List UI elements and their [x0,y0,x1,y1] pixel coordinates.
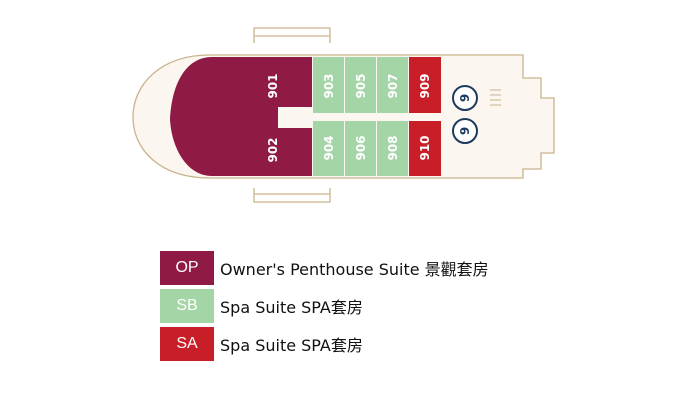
cabin-905[interactable] [345,57,376,113]
elevator-lower: 9 [452,118,478,144]
cabin-903-label: 903 [322,73,336,98]
legend-swatch-sa: SA [160,327,214,361]
legend-item-sa: SA Spa Suite SPA套房 [160,327,489,361]
cabin-904-label: 904 [322,135,336,160]
cabin-905-label: 905 [354,73,368,98]
elevator-lower-label: 9 [458,127,472,135]
cabin-901[interactable] [170,57,312,120]
cabin-907-label: 907 [386,73,400,98]
cabin-908-label: 908 [386,135,400,160]
cabin-909-label: 909 [418,73,432,98]
legend-label-sa: Spa Suite SPA套房 [220,336,363,355]
legend-item-sb: SB Spa Suite SPA套房 [160,289,489,323]
legend-label-sb: Spa Suite SPA套房 [220,298,363,317]
elevator-upper-ring [452,85,478,111]
cabin-904[interactable] [313,121,344,176]
deck-plan: 901 902 903 905 907 904 906 908 909 910 … [132,27,555,203]
elevator-upper: 9 [452,85,478,111]
cabin-907[interactable] [377,57,408,113]
elevator-upper-label: 9 [458,94,472,102]
legend-swatch-sb: SB [160,289,214,323]
legend-item-op: OP Owner's Penthouse Suite 景觀套房 [160,251,489,285]
cabin-906-label: 906 [354,135,368,160]
cabin-901-label: 901 [266,73,280,98]
cabin-903[interactable] [313,57,344,113]
cabin-906[interactable] [345,121,376,176]
elevator-lower-ring [452,118,478,144]
bottom-bracket [253,188,331,203]
cabin-910[interactable] [409,121,441,176]
legend-label-op: Owner's Penthouse Suite 景觀套房 [220,260,489,279]
cabin-909[interactable] [409,57,441,113]
cabin-902-label: 902 [266,137,280,162]
cabin-902[interactable] [170,120,312,176]
legend-swatch-op: OP [160,251,214,285]
cabin-910-label: 910 [418,135,432,160]
stair-marks [490,89,501,106]
legend: OP Owner's Penthouse Suite 景觀套房 SB Spa S… [160,251,489,365]
cabin-908[interactable] [377,121,408,176]
top-bracket [253,27,331,43]
